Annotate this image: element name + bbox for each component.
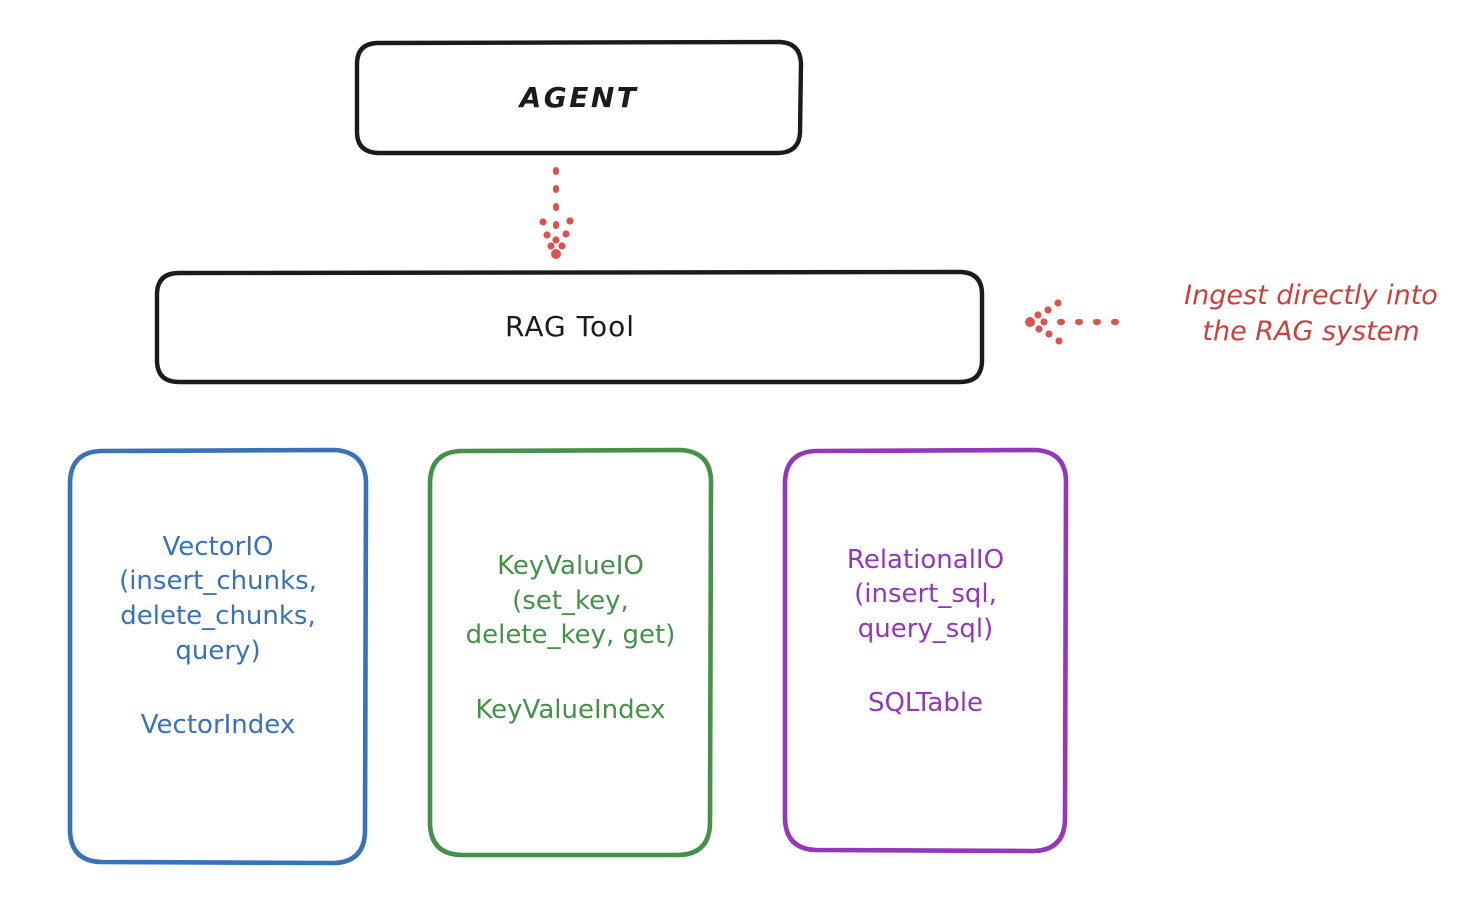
node-rag-tool-label: RAG Tool xyxy=(505,310,635,344)
node-key-value-io-label: KeyValueIO (set_key, delete_key, get) xyxy=(465,551,676,651)
connector-agent-to-rag-tool xyxy=(539,167,574,259)
key-value-io-box-outline xyxy=(427,447,714,858)
node-rag-tool[interactable]: RAG Tool xyxy=(157,271,983,383)
connector-ingest-to-rag-tool xyxy=(1025,299,1131,345)
node-key-value-io[interactable]: KeyValueIO (set_key, delete_key, get) Ke… xyxy=(430,450,711,856)
rag-tool-box-outline xyxy=(154,269,985,385)
annotation-ingest-text: Ingest directly into the RAG system xyxy=(1184,280,1438,347)
node-relational-io-sublabel: SQLTable xyxy=(867,688,984,719)
node-vector-io[interactable]: VectorIO (insert_chunks, delete_chunks, … xyxy=(70,450,366,864)
agent-box-outline xyxy=(354,39,804,156)
node-agent[interactable]: AGENT xyxy=(356,42,802,154)
node-relational-io-label: RelationalIO (insert_sql, query_sql) xyxy=(846,544,1005,644)
node-vector-io-sublabel: VectorIndex xyxy=(140,710,296,741)
node-vector-io-label: VectorIO (insert_chunks, delete_chunks, … xyxy=(119,531,317,666)
node-relational-io[interactable]: RelationalIO (insert_sql, query_sql) SQL… xyxy=(785,450,1066,851)
vector-io-box-outline xyxy=(67,447,369,866)
relational-io-box-outline xyxy=(782,447,1069,854)
node-key-value-io-sublabel: KeyValueIndex xyxy=(475,694,666,725)
node-agent-label: AGENT xyxy=(519,81,639,115)
